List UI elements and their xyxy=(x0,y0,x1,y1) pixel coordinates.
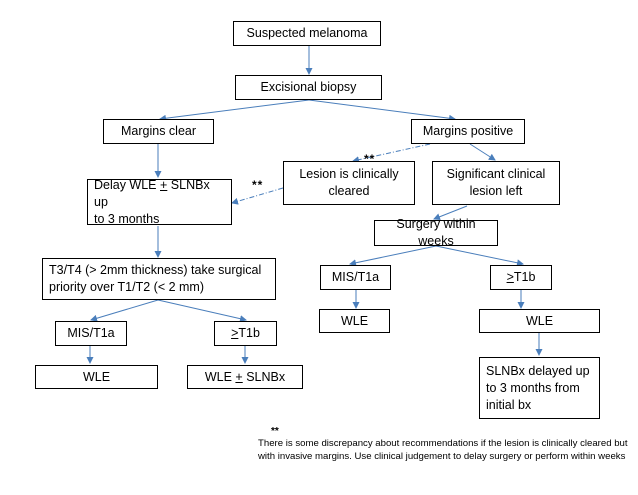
node-right-t1b-post: T1b xyxy=(513,270,536,284)
node-suspected-melanoma: Suspected melanoma xyxy=(233,21,381,46)
node-margins-positive-label: Margins positive xyxy=(422,124,514,138)
node-left-mis-t1a-label: MIS/T1a xyxy=(67,326,115,340)
node-slnbx-delayed: SLNBx delayed up to 3 months from initia… xyxy=(479,357,600,419)
node-right-t1b: >T1b xyxy=(490,265,552,290)
arrow-positive-to-cleared-lesion xyxy=(352,143,431,164)
node-wle-slnbx-pre: WLE xyxy=(204,369,236,384)
node-right-mis-t1a-label: MIS/T1a xyxy=(331,270,380,284)
node-delay-wle-slnbx-label: Delay WLE + SLNBx up to 3 months xyxy=(94,177,227,228)
node-right-t1b-ge: > xyxy=(506,270,514,284)
node-wle-slnbx-plusminus: + xyxy=(235,369,243,384)
arrow-priority-to-t1b xyxy=(157,299,247,323)
node-left-wle-label: WLE xyxy=(82,369,111,384)
node-left-t1b: >T1b xyxy=(214,321,277,346)
footnote-stars: ** xyxy=(271,426,279,437)
node-wle-slnbx-post: SLNBx xyxy=(242,369,286,384)
node-right-wle: WLE xyxy=(319,309,390,333)
node-lesion-clinically-cleared: Lesion is clinically cleared xyxy=(283,161,415,205)
node-right-t1b-label: >T1b xyxy=(507,269,536,286)
node-lesion-clinically-cleared-label: Lesion is clinically cleared xyxy=(299,167,399,198)
node-surgical-priority: T3/T4 (> 2mm thickness) take surgical pr… xyxy=(42,258,276,300)
arrow-surgery-to-t1b xyxy=(435,245,524,267)
node-right-t1b-wle-label: WLE xyxy=(525,313,554,328)
arrow-biopsy-to-clear xyxy=(159,99,310,122)
node-suspected-melanoma-label: Suspected melanoma xyxy=(246,26,368,40)
arrow-priority-to-mis xyxy=(90,299,159,322)
node-excisional-biopsy: Excisional biopsy xyxy=(235,75,382,100)
node-significant-lesion-left-label: Significant clinical lesion left xyxy=(446,167,546,198)
node-delay-wle-slnbx-plusminus: + xyxy=(160,177,168,192)
node-delay-wle-slnbx-post: SLNBx up to 3 months xyxy=(94,177,210,226)
footnote-text: There is some discrepancy about recommen… xyxy=(258,438,628,462)
node-left-t1b-ge: > xyxy=(231,326,239,340)
node-margins-positive: Margins positive xyxy=(411,119,525,144)
node-right-wle-label: WLE xyxy=(340,313,369,328)
node-left-t1b-label: >T1b xyxy=(231,325,260,342)
node-wle-slnbx-label: WLE + SLNBx xyxy=(205,369,285,386)
node-surgery-within-weeks: Surgery within weeks xyxy=(374,217,498,248)
marker-stars-positive-branch: ** xyxy=(364,152,376,166)
node-surgical-priority-label: T3/T4 (> 2mm thickness) take surgical pr… xyxy=(49,263,262,294)
node-right-t1b-wle: WLE xyxy=(479,309,600,333)
node-excisional-biopsy-label: Excisional biopsy xyxy=(260,80,357,94)
arrow-positive-to-significant xyxy=(469,143,496,161)
node-surgery-within-weeks-label: Surgery within weeks xyxy=(396,217,476,248)
node-left-wle: WLE xyxy=(35,365,158,389)
node-delay-wle-slnbx: Delay WLE + SLNBx up to 3 months xyxy=(87,177,232,228)
arrow-biopsy-to-positive xyxy=(308,99,456,122)
node-slnbx-delayed-label: SLNBx delayed up to 3 months from initia… xyxy=(486,363,590,412)
node-right-mis-t1a: MIS/T1a xyxy=(320,265,391,290)
node-left-mis-t1a: MIS/T1a xyxy=(55,321,127,346)
marker-stars-delay-branch: ** xyxy=(252,178,264,192)
node-significant-lesion-left: Significant clinical lesion left xyxy=(432,161,560,205)
arrow-cleared-lesion-to-delay xyxy=(231,187,284,205)
arrow-significant-to-surgery xyxy=(433,205,468,221)
node-margins-clear-label: Margins clear xyxy=(120,124,197,138)
node-left-t1b-post: T1b xyxy=(238,326,260,340)
node-wle-slnbx: WLE + SLNBx xyxy=(187,365,303,389)
node-delay-wle-slnbx-pre: Delay WLE xyxy=(94,177,160,192)
arrow-surgery-to-mis xyxy=(349,245,437,267)
node-margins-clear: Margins clear xyxy=(103,119,214,144)
